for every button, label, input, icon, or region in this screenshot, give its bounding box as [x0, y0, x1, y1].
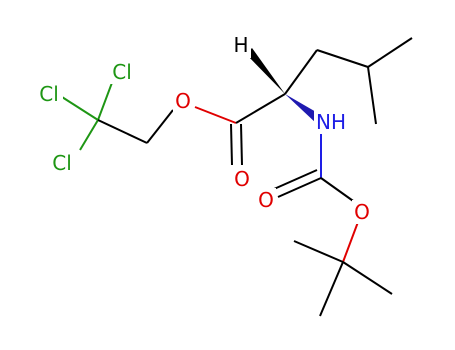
atom-nh-label: NH — [316, 110, 346, 134]
bond-carbamate-carbonyl-b — [273, 169, 318, 190]
atom-h-stereo: H — [231, 33, 251, 58]
bond-ctbu-me2 — [342, 261, 393, 295]
atom-cl-3: Cl — [48, 151, 76, 175]
atom-o-carbamate: O — [352, 200, 372, 224]
bond-ester-carbonyl-a — [230, 123, 233, 166]
bond-ccarbonyl-calpha — [235, 93, 286, 124]
bond-o-ctbu — [342, 221, 359, 263]
atom-o-carbonyl-ester-label: O — [234, 167, 250, 191]
bond-cl1-c — [97, 79, 114, 121]
bond-ctbu-me3 — [319, 261, 344, 317]
atom-o-carbonyl-ester: O — [232, 167, 252, 191]
bond-ctbu-me1 — [293, 240, 344, 263]
atom-o-ester-label: O — [175, 89, 191, 113]
atom-cl-2-label: Cl — [39, 82, 59, 106]
bond-ch-ch3b — [367, 66, 377, 125]
atom-cl-1-label: Cl — [112, 60, 132, 84]
bond-ch2-ch — [316, 49, 369, 68]
atom-o-carbamate-carbonyl-label: O — [258, 188, 274, 212]
atom-cl-2: Cl — [35, 82, 63, 106]
bond-ester-carbonyl-b — [240, 123, 243, 166]
atom-o-ester: O — [173, 89, 193, 113]
atom-cl-1: Cl — [108, 60, 136, 84]
bond-ch2-o — [146, 109, 174, 144]
atom-nh: NH — [314, 110, 354, 134]
bond-o-ccarbonyl — [194, 106, 237, 124]
bond-ccl3-ch2 — [97, 119, 148, 144]
bond-carbamate-carbonyl-a — [277, 177, 322, 198]
atom-o-carbamate-carbonyl: O — [256, 188, 276, 212]
bond-cl3-c — [79, 119, 99, 151]
stereo-wedge-h — [246, 48, 285, 94]
bond-calpha-ch2 — [284, 49, 318, 95]
atom-cl-3-label: Cl — [52, 151, 72, 175]
bond-cl2-c — [61, 96, 99, 121]
atom-o-carbamate-label: O — [354, 200, 370, 224]
stereo-wedge-nh — [285, 94, 323, 124]
atom-h-stereo-label: H — [233, 33, 248, 57]
bond-ch-ch3a — [367, 37, 413, 68]
bond-ccarbamate-o — [320, 177, 357, 204]
